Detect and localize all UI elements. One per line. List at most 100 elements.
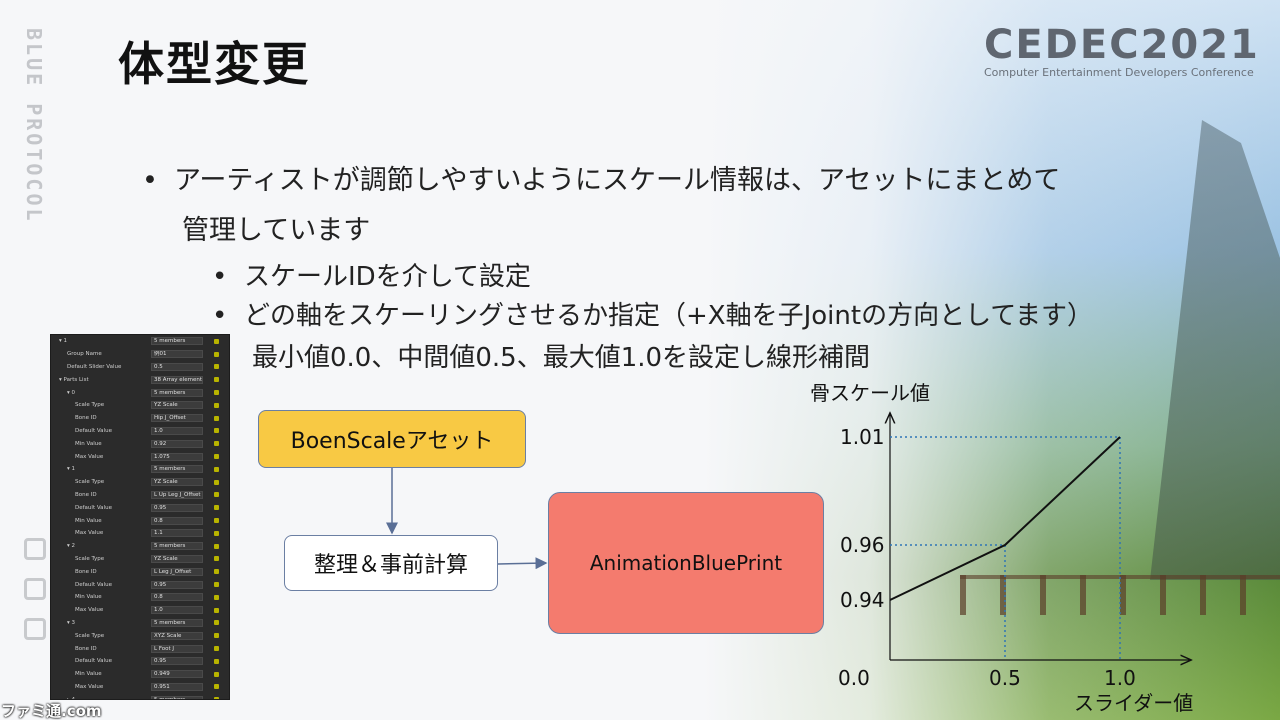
reset-arrow-icon[interactable] <box>214 441 219 447</box>
inspector-row-value[interactable]: 5 members <box>151 337 203 346</box>
reset-arrow-icon[interactable] <box>214 415 219 421</box>
sub-bullet-2: •どの軸をスケーリングさせるか指定（+X軸を子Jointの方向としてます） <box>212 295 1093 332</box>
inspector-row-value[interactable]: 1.0 <box>151 606 203 615</box>
inspector-row[interactable]: ▾ 2 5 members <box>51 540 229 553</box>
reset-arrow-icon[interactable] <box>214 671 219 677</box>
reset-arrow-icon[interactable] <box>214 492 219 498</box>
inspector-row-value[interactable]: 38 Array elements <box>151 375 203 384</box>
brand-mark-icon <box>24 538 46 560</box>
reset-arrow-icon[interactable] <box>214 364 219 370</box>
reset-arrow-icon[interactable] <box>214 633 219 639</box>
inspector-row-value[interactable]: 5 members <box>151 465 203 474</box>
reset-arrow-icon[interactable] <box>214 505 219 511</box>
inspector-row-value[interactable]: 0.95 <box>151 580 203 589</box>
boenscale-asset-box: BoenScaleアセット <box>258 410 526 468</box>
inspector-row-value[interactable]: 0.8 <box>151 593 203 602</box>
inspector-row-label: Min Value <box>75 440 102 447</box>
inspector-row[interactable]: ▾ Parts List 38 Array elements <box>51 373 229 386</box>
reset-arrow-icon[interactable] <box>214 402 219 408</box>
reset-arrow-icon[interactable] <box>214 390 219 396</box>
inspector-row-value[interactable]: Hip J_Offset <box>151 414 203 423</box>
inspector-row[interactable]: Bone ID L Foot J <box>51 642 229 655</box>
inspector-row-label: Bone ID <box>75 568 97 575</box>
inspector-row[interactable]: Max Value 1.075 <box>51 450 229 463</box>
reset-arrow-icon[interactable] <box>214 556 219 562</box>
inspector-row-value[interactable]: 0.8 <box>151 516 203 525</box>
inspector-row-value[interactable]: 0.951 <box>151 682 203 691</box>
inspector-row-label: Max Value <box>75 453 104 460</box>
inspector-row-value[interactable]: 1.1 <box>151 529 203 538</box>
graph-series-line <box>889 436 1121 601</box>
inspector-row-label: ▾ Parts List <box>59 376 89 383</box>
inspector-row[interactable]: Min Value 0.92 <box>51 437 229 450</box>
inspector-row-value[interactable]: 5 members <box>151 618 203 627</box>
reset-arrow-icon[interactable] <box>214 620 219 626</box>
sub-bullet-2-continued: 最小値0.0、中間値0.5、最大値1.0を設定し線形補間 <box>252 337 870 374</box>
cedec-logo-text: CEDEC2021 <box>984 22 1260 68</box>
reset-arrow-icon[interactable] <box>214 569 219 575</box>
inspector-row-value[interactable]: 0.5 <box>151 362 203 371</box>
inspector-row-value[interactable]: 5 members <box>151 695 203 699</box>
inspector-row-value[interactable]: L Foot J <box>151 644 203 653</box>
inspector-row-label: ▾ 2 <box>67 543 76 550</box>
inspector-row-value[interactable]: YZ Scale <box>151 401 203 410</box>
inspector-row-value[interactable]: 例01 <box>151 350 203 359</box>
inspector-row-value[interactable]: 5 members <box>151 388 203 397</box>
reset-arrow-icon[interactable] <box>214 377 219 383</box>
reset-arrow-icon[interactable] <box>214 658 219 664</box>
reset-arrow-icon[interactable] <box>214 646 219 652</box>
inspector-row-value[interactable]: 0.92 <box>151 439 203 448</box>
reset-arrow-icon[interactable] <box>214 338 219 344</box>
inspector-row-value[interactable]: XYZ Scale <box>151 631 203 640</box>
inspector-row-value[interactable]: 0.95 <box>151 503 203 512</box>
inspector-row[interactable]: Bone ID L Leg J_Offset <box>51 565 229 578</box>
reset-arrow-icon[interactable] <box>214 543 219 549</box>
inspector-row[interactable]: Min Value 0.8 <box>51 591 229 604</box>
reset-arrow-icon[interactable] <box>214 518 219 524</box>
reset-arrow-icon[interactable] <box>214 697 219 699</box>
reset-arrow-icon[interactable] <box>214 607 219 613</box>
reset-arrow-icon[interactable] <box>214 466 219 472</box>
reset-arrow-icon[interactable] <box>214 594 219 600</box>
reset-arrow-icon[interactable] <box>214 530 219 536</box>
reset-arrow-icon[interactable] <box>214 428 219 434</box>
inspector-row-value[interactable]: YZ Scale <box>151 478 203 487</box>
reset-arrow-icon[interactable] <box>214 684 219 690</box>
reset-arrow-icon[interactable] <box>214 454 219 460</box>
inspector-row-value[interactable]: 0.949 <box>151 670 203 679</box>
inspector-row-value[interactable]: L Up Leg J_Offset <box>151 490 203 499</box>
inspector-row-value[interactable]: 5 members <box>151 542 203 551</box>
inspector-row-value[interactable]: 1.075 <box>151 452 203 461</box>
inspector-row-value[interactable]: 1.0 <box>151 426 203 435</box>
reset-arrow-icon[interactable] <box>214 582 219 588</box>
inspector-row-value[interactable]: YZ Scale <box>151 554 203 563</box>
inspector-row-label: Bone ID <box>75 645 97 652</box>
inspector-row-label: Min Value <box>75 594 102 601</box>
inspector-row-value[interactable]: L Leg J_Offset <box>151 567 203 576</box>
reset-arrow-icon[interactable] <box>214 351 219 357</box>
reset-arrow-icon[interactable] <box>214 479 219 485</box>
inspector-row-value[interactable]: 0.95 <box>151 657 203 666</box>
